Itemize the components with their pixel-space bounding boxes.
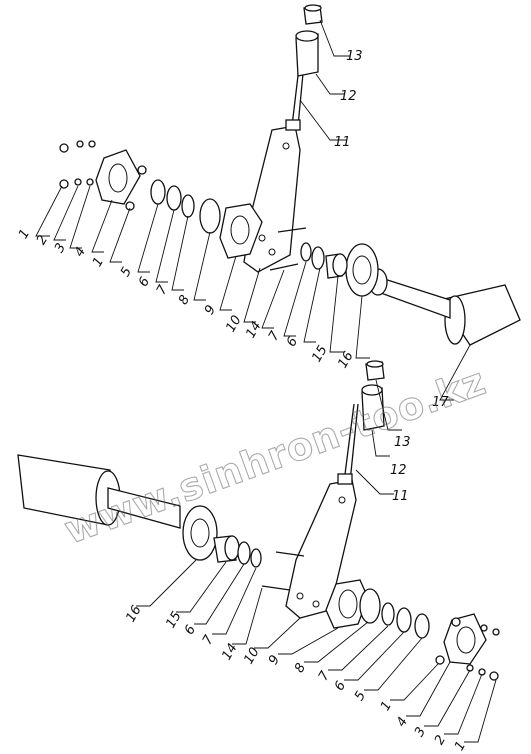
fasteners-bottom [435,617,500,681]
assembly-top: 1 2 3 4 1 5 6 7 8 9 10 14 7 6 15 16 17 1… [16,4,521,410]
hub-disc-bottom [182,505,218,561]
callout-bottom-10: 6 [332,679,349,694]
callout-top-19: 12 [340,89,357,104]
callout-top-18: 11 [334,135,351,150]
callout-bottom-11: 5 [352,689,369,704]
callout-top-15: 15 [309,343,330,365]
callout-top-6: 5 [118,265,135,280]
bracket-lever-top [243,41,307,273]
callout-bottom-8: 8 [292,661,309,676]
callout-bottom-13: 4 [394,715,411,730]
callout-top-10: 9 [202,303,219,318]
flange-housing-top [219,203,263,259]
callout-bottom-4: 7 [200,632,217,647]
callout-top-20: 13 [346,49,363,64]
callout-bottom-7: 9 [266,653,283,668]
seal-ring-top [199,198,221,234]
callout-bottom-5: 14 [219,641,240,663]
watermark-text: www.sinhron-too.kz [59,359,492,553]
callout-bottom-18: 12 [390,463,407,478]
assembly-bottom: 16 15 6 7 14 10 9 8 7 6 5 1 4 3 2 1 11 1… [17,360,500,754]
flange-housing-bottom [325,579,369,629]
bracket-lever-bottom [285,403,359,619]
callout-top-11: 10 [223,313,244,335]
callout-bottom-9: 7 [316,668,333,683]
callout-top-4: 4 [72,245,89,260]
leaders-top [35,19,471,401]
callout-bottom-14: 3 [412,725,429,740]
callout-top-14: 6 [284,335,301,350]
callout-top-2: 2 [34,233,51,248]
callout-top-12: 14 [243,319,264,341]
callout-bottom-2: 15 [163,609,184,631]
axle-shaft-top [368,268,521,346]
callout-bottom-1: 16 [123,603,144,625]
cover-plate-top [95,149,141,205]
callout-bottom-19: 13 [394,435,411,450]
callout-top-5: 1 [90,255,107,270]
lever-tube-top [295,4,323,77]
hub-disc-top [345,243,379,297]
callout-top-8: 7 [154,282,171,297]
callout-top-17: 17 [432,395,449,410]
callout-bottom-16: 1 [452,739,469,754]
fasteners-top [59,140,147,211]
callout-top-1: 1 [16,227,33,242]
bearing-set-top [150,179,195,218]
bolts-bottom [261,551,305,591]
washers-bottom-left [237,541,262,568]
lever-tube-bottom [361,360,385,431]
seal-ring-bottom [359,588,381,624]
bushing-bottom [213,535,240,563]
callout-bottom-6: 10 [241,645,262,667]
callout-bottom-3: 6 [182,623,199,638]
axle-shaft-bottom [17,454,181,529]
leaders-bottom [136,379,497,743]
callout-top-9: 8 [176,293,193,308]
callout-bottom-12: 1 [378,699,395,714]
bushing-top [325,253,348,279]
callout-top-16: 16 [335,349,356,371]
callout-top-7: 6 [136,275,153,290]
callout-top-3: 3 [52,241,69,256]
bolts-top [269,227,307,271]
callout-top-13: 7 [266,328,283,343]
cover-plate-bottom [443,613,487,665]
callout-bottom-15: 2 [432,733,449,748]
callout-bottom-17: 11 [392,489,409,504]
washers-top-right [300,242,325,270]
bearing-set-bottom [381,602,430,639]
